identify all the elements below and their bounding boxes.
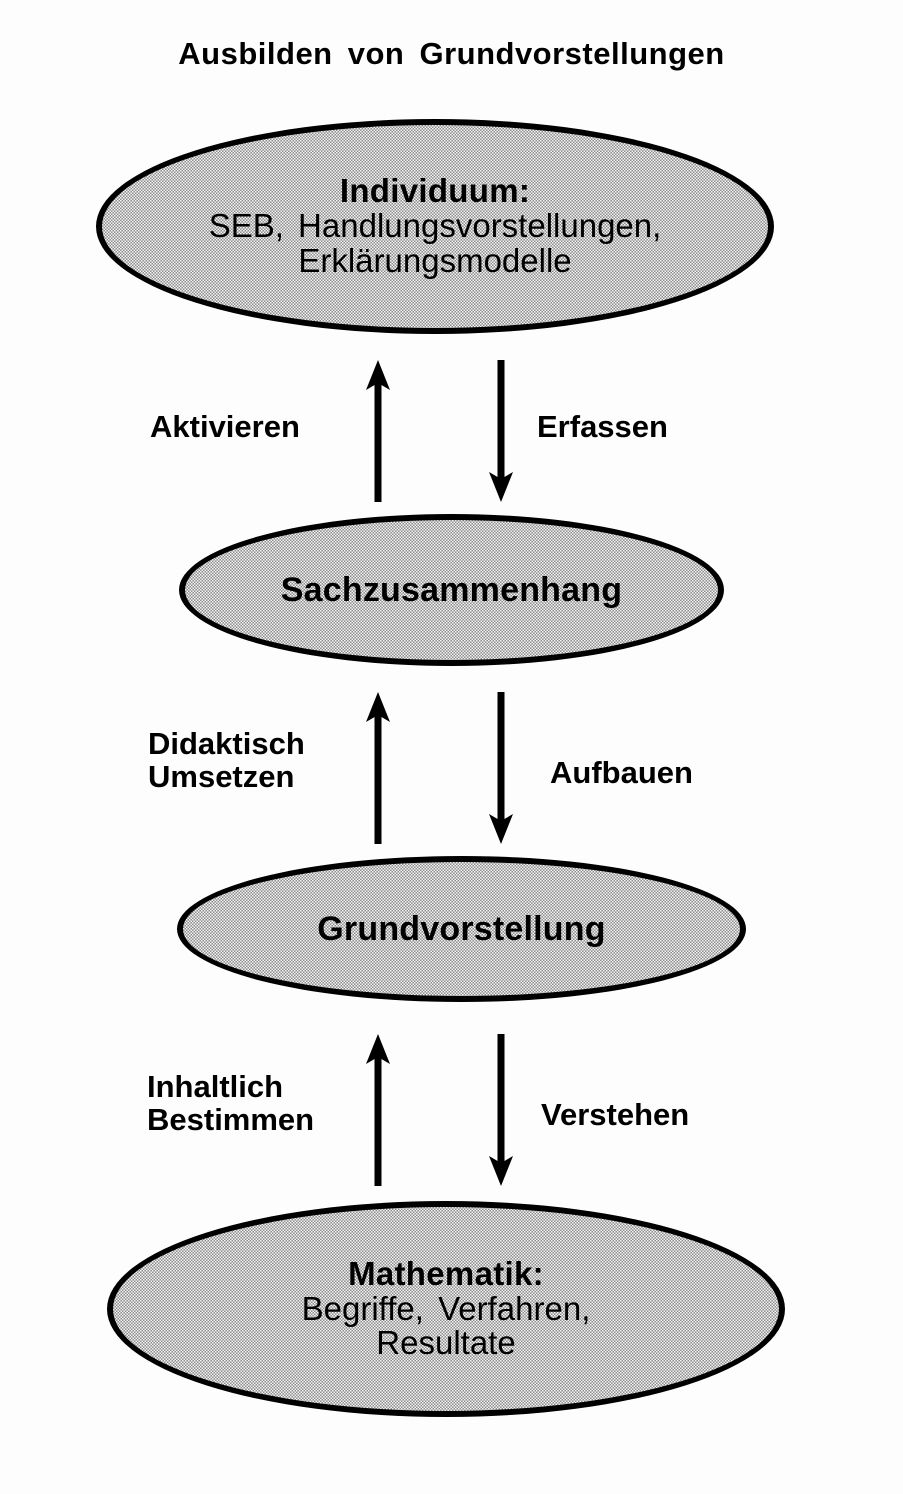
arrow-down-verstehen-icon: [478, 1034, 524, 1186]
node-mathematik-heading: Mathematik:: [348, 1254, 544, 1292]
node-individuum-heading: Individuum:: [339, 172, 531, 210]
node-sachzusammenhang: Sachzusammenhang: [179, 514, 724, 666]
node-sachzusammenhang-heading: Sachzusammenhang: [280, 570, 623, 609]
node-mathematik-line2: Begriffe, Verfahren,: [301, 1289, 591, 1327]
edge-label-aktivieren: Aktivieren: [150, 409, 300, 444]
edge-label-didaktisch-umsetzen: Didaktisch Umsetzen: [148, 726, 305, 794]
edge-label-aufbauen: Aufbauen: [550, 755, 693, 790]
edge-label-didaktisch-line1: Didaktisch: [148, 726, 305, 761]
node-mathematik-line3: Resultate: [376, 1324, 516, 1362]
arrow-up-aktivieren-icon: [355, 360, 401, 502]
arrow-up-inhaltlich-bestimmen-icon: [355, 1034, 401, 1186]
edge-label-inhaltlich-line1: Inhaltlich: [147, 1069, 284, 1104]
arrow-down-aufbauen-icon: [478, 692, 524, 844]
edge-label-inhaltlich-line2: Bestimmen: [147, 1101, 315, 1137]
arrow-up-didaktisch-umsetzen-icon: [355, 692, 401, 844]
page-title: Ausbilden von Grundvorstellungen: [178, 36, 725, 71]
node-mathematik: Mathematik: Begriffe, Verfahren, Resulta…: [107, 1201, 785, 1417]
node-individuum-line2: SEB, Handlungsvorstellungen,: [208, 207, 662, 245]
node-individuum-line3: Erklärungsmodelle: [298, 241, 572, 279]
edge-label-didaktisch-line2: Umsetzen: [148, 758, 295, 794]
edge-label-erfassen: Erfassen: [537, 409, 668, 444]
node-grundvorstellung: Grundvorstellung: [177, 856, 746, 1002]
arrow-down-erfassen-icon: [478, 360, 524, 502]
edge-label-verstehen: Verstehen: [541, 1097, 690, 1132]
node-individuum: Individuum: SEB, Handlungsvorstellungen,…: [96, 119, 774, 334]
node-grundvorstellung-heading: Grundvorstellung: [317, 909, 606, 948]
edge-label-inhaltlich-bestimmen: Inhaltlich Bestimmen: [147, 1069, 315, 1137]
